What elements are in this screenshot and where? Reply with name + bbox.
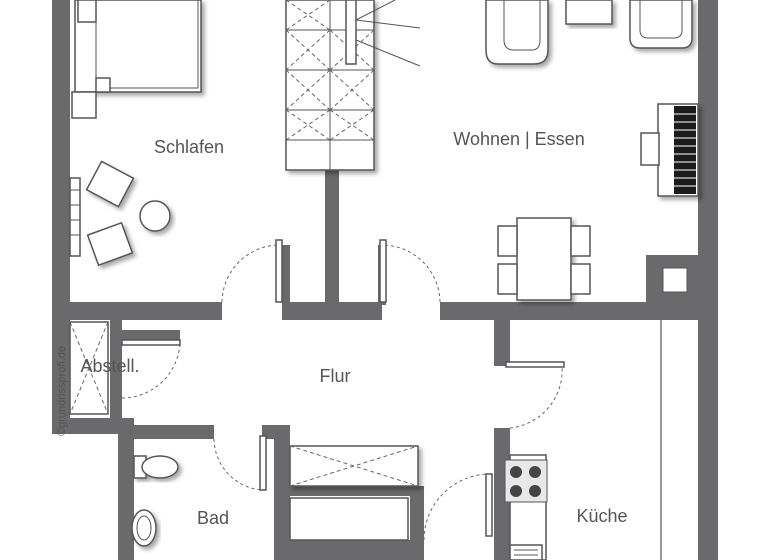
piano-bench xyxy=(640,132,660,166)
door-bad xyxy=(213,435,267,491)
dining-table xyxy=(516,217,572,301)
room-label-wohnen: Wohnen | Essen xyxy=(453,129,584,149)
flur-bench xyxy=(289,497,409,541)
abstell-shelf xyxy=(69,321,109,415)
door-kitchen xyxy=(505,361,565,429)
door-kitchen-lower xyxy=(423,473,493,541)
room-label-flur: Flur xyxy=(320,366,351,386)
sink xyxy=(131,509,157,547)
room-label-bad: Bad xyxy=(197,508,229,528)
room-label-schlafen: Schlafen xyxy=(154,137,224,157)
room-label-kueche: Küche xyxy=(576,506,627,526)
floor-lamp xyxy=(345,0,421,67)
sofa xyxy=(485,0,549,65)
piano xyxy=(657,103,699,197)
side-table xyxy=(139,200,171,232)
door-bedroom xyxy=(221,239,283,303)
bed xyxy=(74,0,202,93)
armchair-living xyxy=(629,0,693,49)
nightstand xyxy=(71,77,111,119)
armchair-1 xyxy=(85,160,135,208)
room-label-abstell: Abstell. xyxy=(80,356,139,376)
wardrobe xyxy=(285,0,375,171)
flur-wardrobe xyxy=(289,445,419,487)
kitchen-sink xyxy=(509,544,543,560)
armchair-2 xyxy=(86,221,134,267)
watermark: ©grundrissprofi.de xyxy=(56,346,68,436)
dining-chairs xyxy=(497,225,591,295)
walls xyxy=(52,0,718,560)
coffee-table xyxy=(565,0,613,25)
door-abstell xyxy=(121,339,181,399)
radiator-bedroom xyxy=(69,177,81,257)
door-living xyxy=(379,239,441,303)
wardrobe-cross-lines xyxy=(285,0,375,141)
stove xyxy=(504,459,548,503)
toilet xyxy=(133,455,179,479)
